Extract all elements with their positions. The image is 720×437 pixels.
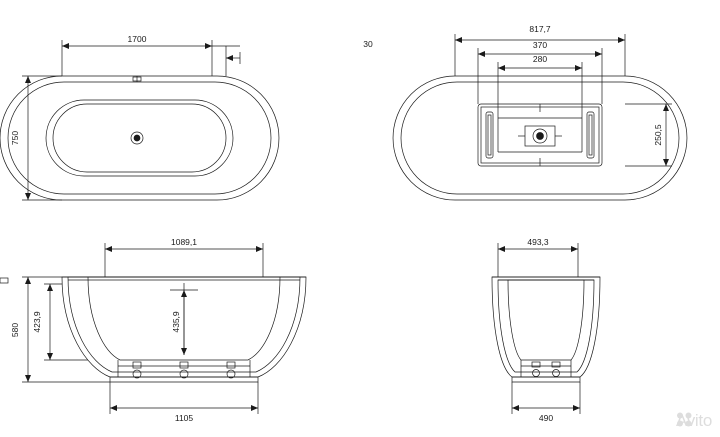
dim-front-height (22, 276, 110, 383)
dim-front-topwidth (104, 243, 264, 277)
side-view-outline (491, 276, 601, 383)
dim-label-front-innerheight: 423,9 (32, 311, 42, 333)
dim-label-top-edge: 30 (363, 39, 373, 49)
dim-label-front-basewidth: 1105 (175, 413, 194, 423)
watermark-text: Avito (676, 411, 712, 430)
dim-end-overall (454, 34, 626, 76)
dim-label-end-inner2: 280 (533, 54, 547, 64)
dim-label-side-topwidth: 493,3 (527, 237, 549, 247)
dim-side-basewidth (511, 382, 581, 414)
dim-label-top-width: 750 (10, 131, 20, 145)
dim-end-inner1 (477, 48, 603, 104)
dim-label-end-height: 250,5 (653, 124, 663, 146)
dim-front-innerwidth (170, 289, 198, 355)
dim-front-innerheight (44, 283, 88, 361)
watermark: Avito (676, 411, 712, 431)
dim-label-front-innerwidth: 435,9 (171, 311, 181, 333)
dim-top-width (22, 75, 62, 201)
top-view-outline (0, 75, 280, 201)
dim-top-length (61, 40, 213, 76)
top-end-view-outline (392, 75, 688, 201)
dim-label-front-height: 580 (10, 323, 20, 337)
dim-label-side-basewidth: 490 (539, 413, 553, 423)
avito-logo-icon (677, 412, 692, 427)
dim-label-end-inner1: 370 (533, 40, 547, 50)
dim-front-basewidth (109, 382, 259, 414)
front-view-outline (0, 276, 307, 383)
dim-top-edge (212, 45, 241, 76)
dim-label-top-length: 1700 (128, 34, 147, 44)
dim-end-height (625, 103, 672, 167)
dim-label-front-topwidth: 1089,1 (171, 237, 197, 247)
dim-label-end-overall: 817,7 (529, 24, 551, 34)
dim-side-topwidth (497, 243, 579, 277)
dim-end-inner2 (497, 62, 583, 118)
